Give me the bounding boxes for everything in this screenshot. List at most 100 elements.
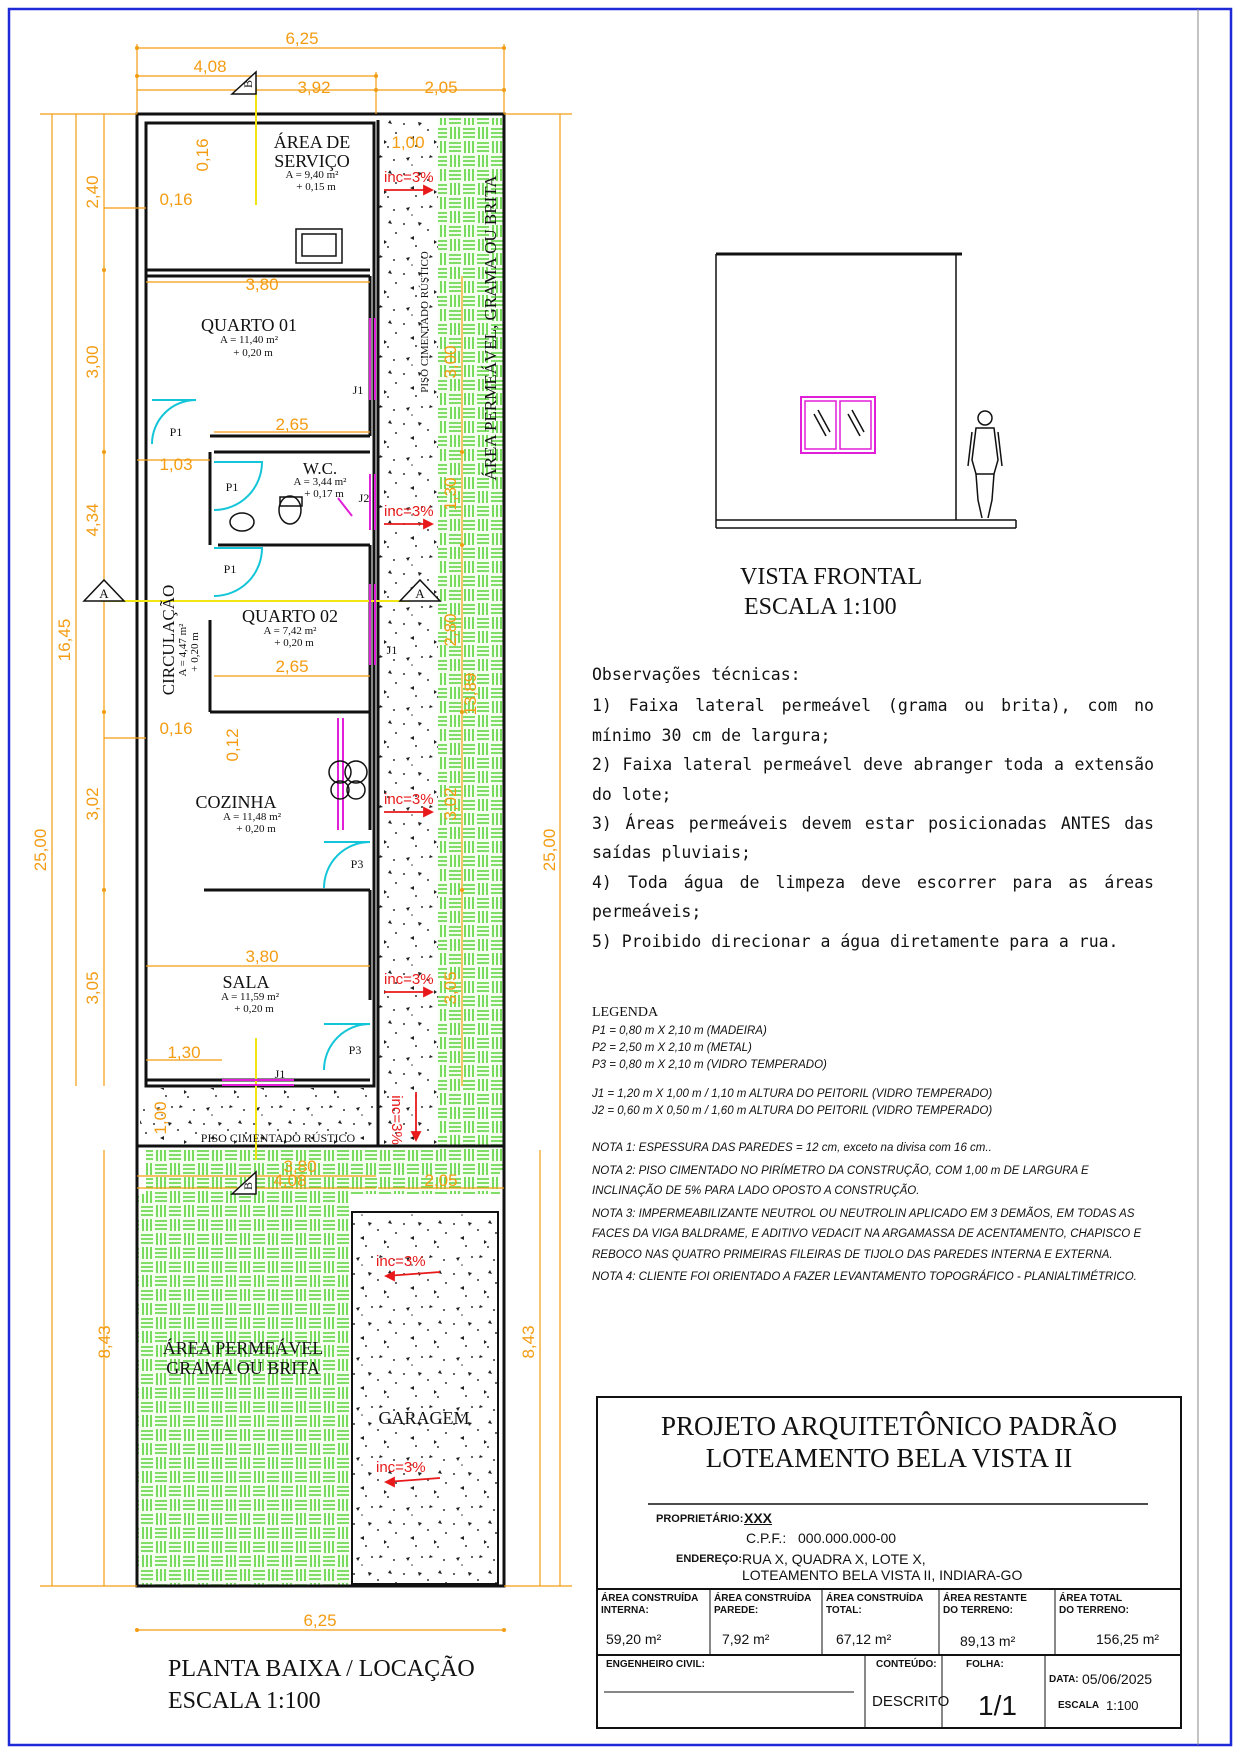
legend-item: J2 = 0,60 m X 0,50 m / 1,60 m ALTURA DO … bbox=[592, 1105, 993, 1117]
dim-left-total: 25,00 bbox=[31, 829, 50, 872]
room-sala-height: + 0,20 m bbox=[234, 1003, 274, 1015]
content-label: CONTEÚDO: bbox=[876, 1659, 937, 1670]
room-servico-area: A = 9,40 m² bbox=[286, 169, 340, 181]
legend-note: NOTA 1: ESPESSURA DAS PAREDES = 12 cm, e… bbox=[592, 1142, 992, 1154]
room-q2-area: A = 7,42 m² bbox=[264, 625, 318, 637]
door-mark-p3-a: P3 bbox=[351, 857, 364, 871]
incline-label-2: inc=3% bbox=[384, 503, 434, 520]
room-sala-area: A = 11,59 m² bbox=[221, 991, 280, 1003]
area-value: 89,13 m² bbox=[960, 1633, 1016, 1649]
room-circ-height: + 0,20 m bbox=[189, 632, 201, 672]
dim-top-total: 6,25 bbox=[285, 29, 318, 48]
room-cozinha-title: COZINHA bbox=[196, 792, 277, 812]
area-label: ÁREA CONSTRUÍDA bbox=[714, 1593, 812, 1604]
owner-value: XXX bbox=[744, 1510, 773, 1526]
dim-top-inner: 3,92 bbox=[297, 78, 330, 97]
room-sala-title: SALA bbox=[222, 972, 269, 992]
date-label: DATA: bbox=[1049, 1674, 1079, 1685]
sheet-value: 1/1 bbox=[978, 1690, 1017, 1721]
engineer-label: ENGENHEIRO CIVIL: bbox=[606, 1659, 705, 1670]
window-mark-j1-b: J1 bbox=[387, 643, 398, 657]
cut-mark-b-top: B bbox=[241, 80, 255, 88]
dim-right-s3: 1,30 bbox=[441, 477, 460, 510]
legend: LEGENDA P1 = 0,80 m X 2,10 m (MADEIRA) P… bbox=[592, 1005, 1152, 1290]
incline-label-4: inc=3% bbox=[384, 971, 434, 988]
dim-left-s2: 3,00 bbox=[83, 345, 102, 378]
room-q2-title: QUARTO 02 bbox=[242, 606, 338, 626]
room-q1-area: A = 11,40 m² bbox=[220, 334, 279, 346]
dim-016c: 0,16 bbox=[159, 719, 192, 738]
cut-mark-a-right: A bbox=[415, 586, 425, 601]
area-label: ÁREA RESTANTE bbox=[943, 1593, 1027, 1604]
room-cozinha-height: + 0,20 m bbox=[236, 823, 276, 835]
scale-label: ESCALA bbox=[1058, 1700, 1100, 1711]
owner-label: PROPRIETÁRIO: bbox=[656, 1513, 744, 1525]
room-q1-height: + 0,20 m bbox=[233, 347, 273, 359]
plan-scale: ESCALA 1:100 bbox=[168, 1688, 321, 1714]
cut-mark-a-left: A bbox=[99, 586, 109, 601]
dim-100a: 1,00 bbox=[391, 133, 424, 152]
dim-380b: 3,80 bbox=[245, 947, 278, 966]
dim-016b: 0,16 bbox=[159, 190, 192, 209]
dim-265b: 2,65 bbox=[275, 657, 308, 676]
dim-016a: 0,16 bbox=[193, 138, 212, 171]
area-label: ÁREA CONSTRUÍDA bbox=[826, 1593, 924, 1604]
door-mark-p1-c: P1 bbox=[224, 562, 237, 576]
legend-title: LEGENDA bbox=[592, 1005, 659, 1020]
legend-item: P1 = 0,80 m X 2,10 m (MADEIRA) bbox=[592, 1025, 767, 1037]
front-view-title: VISTA FRONTAL bbox=[740, 564, 922, 590]
dim-left-mid: 16,45 bbox=[55, 619, 74, 662]
room-q1-title: QUARTO 01 bbox=[201, 315, 297, 335]
incline-label-6: inc=3% bbox=[376, 1253, 426, 1270]
technical-notes-title: Observações técnicas: bbox=[592, 665, 801, 684]
window-mark-j1-c: J1 bbox=[275, 1067, 286, 1081]
incline-label-3: inc=3% bbox=[384, 791, 434, 808]
area-value: 59,20 m² bbox=[606, 1631, 662, 1647]
scale-value: 1:100 bbox=[1106, 1698, 1139, 1713]
area-label: DO TERRENO: bbox=[943, 1605, 1013, 1616]
area-value: 156,25 m² bbox=[1096, 1631, 1160, 1647]
area-value: 7,92 m² bbox=[722, 1631, 770, 1647]
legend-item: P3 = 0,80 m X 2,10 m (VIDRO TEMPERADO) bbox=[592, 1059, 827, 1071]
date-value: 05/06/2025 bbox=[1082, 1671, 1153, 1687]
door-mark-p1-a: P1 bbox=[170, 425, 183, 439]
room-wc-title: W.C. bbox=[303, 459, 337, 478]
dim-bottom-total: 6,25 bbox=[303, 1611, 336, 1630]
area-label: ÁREA TOTAL bbox=[1059, 1593, 1123, 1604]
incline-label-1: inc=3% bbox=[384, 169, 434, 186]
floor-plan bbox=[40, 44, 572, 1632]
dim-265a: 2,65 bbox=[275, 415, 308, 434]
room-servico-title-2: SERVIÇO bbox=[274, 151, 350, 171]
dim-left-s3: 4,34 bbox=[83, 503, 102, 536]
room-q2-height: + 0,20 m bbox=[274, 637, 314, 649]
dim-right-total: 25,00 bbox=[540, 829, 559, 872]
area-value: 67,12 m² bbox=[836, 1631, 892, 1647]
dim-103: 1,03 bbox=[159, 455, 192, 474]
dim-left-garage: 8,43 bbox=[95, 1325, 114, 1358]
dim-left-s5: 3,05 bbox=[83, 971, 102, 1004]
cpf-value: 000.000.000-00 bbox=[798, 1530, 897, 1546]
side-permeable-label: ÁREA PERMEÁVEL, GRAMA OU BRITA bbox=[481, 175, 500, 481]
permeable-area-title-1: ÁREA PERMEÁVEL bbox=[163, 1337, 324, 1358]
title-block bbox=[596, 1396, 1182, 1729]
front-view-scale: ESCALA 1:100 bbox=[744, 594, 897, 620]
address-line-2: LOTEAMENTO BELA VISTA II, INDIARA-GO bbox=[742, 1567, 1023, 1583]
area-label: PAREDE: bbox=[714, 1605, 759, 1616]
door-mark-p3-b: P3 bbox=[349, 1043, 362, 1057]
content-value: DESCRITO bbox=[872, 1693, 950, 1710]
dim-b-205: 2,05 bbox=[424, 1171, 457, 1190]
cpf-label: C.P.F.: bbox=[746, 1530, 787, 1546]
side-concrete-label: PISO CIMENTADO RÚSTICO bbox=[419, 251, 431, 393]
dim-right-garage: 8,43 bbox=[519, 1325, 538, 1358]
technical-note-item: 3) Áreas permeáveis devem estar posicion… bbox=[592, 814, 1154, 863]
garage-title: GARAGEM bbox=[378, 1408, 469, 1428]
window-mark-j1-a: J1 bbox=[353, 383, 364, 397]
front-view: VISTA FRONTAL ESCALA 1:100 bbox=[715, 252, 1017, 620]
room-cozinha-area: A = 11,48 m² bbox=[223, 811, 282, 823]
area-label: ÁREA CONSTRUÍDA bbox=[601, 1593, 699, 1604]
legend-note: NOTA 3: IMPERMEABILIZANTE NEUTROL OU NEU… bbox=[592, 1207, 1142, 1261]
cut-mark-b-bottom: B bbox=[241, 1182, 255, 1190]
dim-right-s6: 3,02 bbox=[441, 787, 460, 820]
incline-label-5: inc=3% bbox=[388, 1095, 405, 1145]
